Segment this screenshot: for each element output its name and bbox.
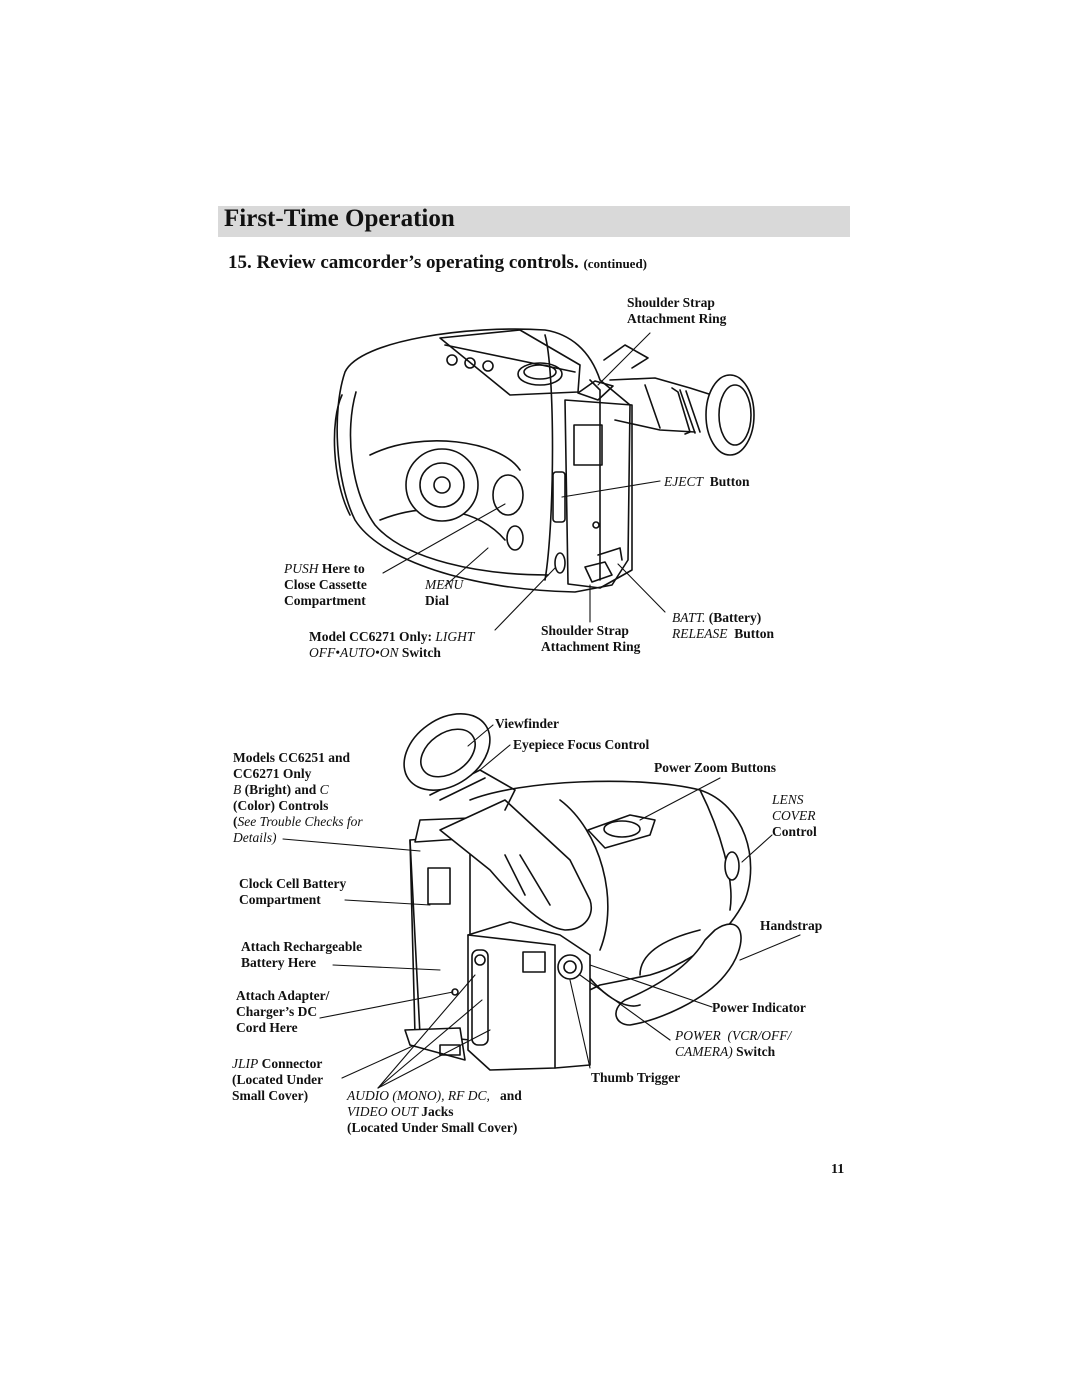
shoulder-strap-top-label: Shoulder Strap Attachment Ring: [627, 295, 727, 326]
bottom-leader-lines: [282, 724, 801, 1089]
section-title: First-Time Operation: [224, 205, 455, 232]
attach-adapter-label: Attach Adapter/ Charger’s DC Cord Here: [236, 988, 330, 1035]
power-zoom-label: Power Zoom Buttons: [654, 760, 777, 775]
jacks-label: AUDIO (MONO), RF DC, and VIDEO OUT Jacks…: [347, 1088, 522, 1135]
camcorder-side-view: [333, 328, 755, 593]
step-title-suffix: (continued): [583, 256, 648, 271]
push-here-label: PUSH Here to Close Cassette Compartment: [284, 561, 367, 608]
clock-cell-label: Clock Cell Battery Compartment: [239, 876, 347, 907]
viewfinder-label: Viewfinder: [495, 716, 559, 731]
bright-color-controls-label: Models CC6251 and CC6271 Only B (Bright)…: [233, 750, 363, 845]
eject-button-label: EJECT Button: [664, 474, 750, 489]
eyepiece-focus-label: Eyepiece Focus Control: [513, 737, 650, 752]
jlip-connector-label: JLIP Connector (Located Under Small Cove…: [232, 1056, 324, 1103]
step-title-text: 15. Review camcorder’s operating control…: [228, 252, 579, 273]
light-switch-label: Model CC6271 Only: LIGHT OFF•AUTO•ON Swi…: [309, 629, 475, 660]
page-number: 11: [831, 1162, 845, 1177]
menu-dial-label: MENU Dial: [425, 577, 464, 608]
section-title-bar: [218, 206, 850, 237]
attach-battery-label: Attach Rechargeable Battery Here: [241, 939, 363, 970]
battery-release-label: BATT. (Battery) RELEASE Button: [672, 610, 775, 641]
power-switch-label: POWER (VCR/OFF/ CAMERA) Switch: [675, 1028, 792, 1059]
power-indicator-label: Power Indicator: [712, 1000, 806, 1015]
top-leader-lines: [382, 332, 666, 631]
lens-cover-label: LENS COVER Control: [772, 792, 817, 839]
shoulder-strap-bottom-label: Shoulder Strap Attachment Ring: [541, 623, 641, 654]
handstrap-label: Handstrap: [760, 918, 823, 933]
thumb-trigger-label: Thumb Trigger: [591, 1070, 681, 1085]
camcorder-rear-view: [403, 713, 752, 1071]
step-title: 15. Review camcorder’s operating control…: [228, 252, 647, 274]
